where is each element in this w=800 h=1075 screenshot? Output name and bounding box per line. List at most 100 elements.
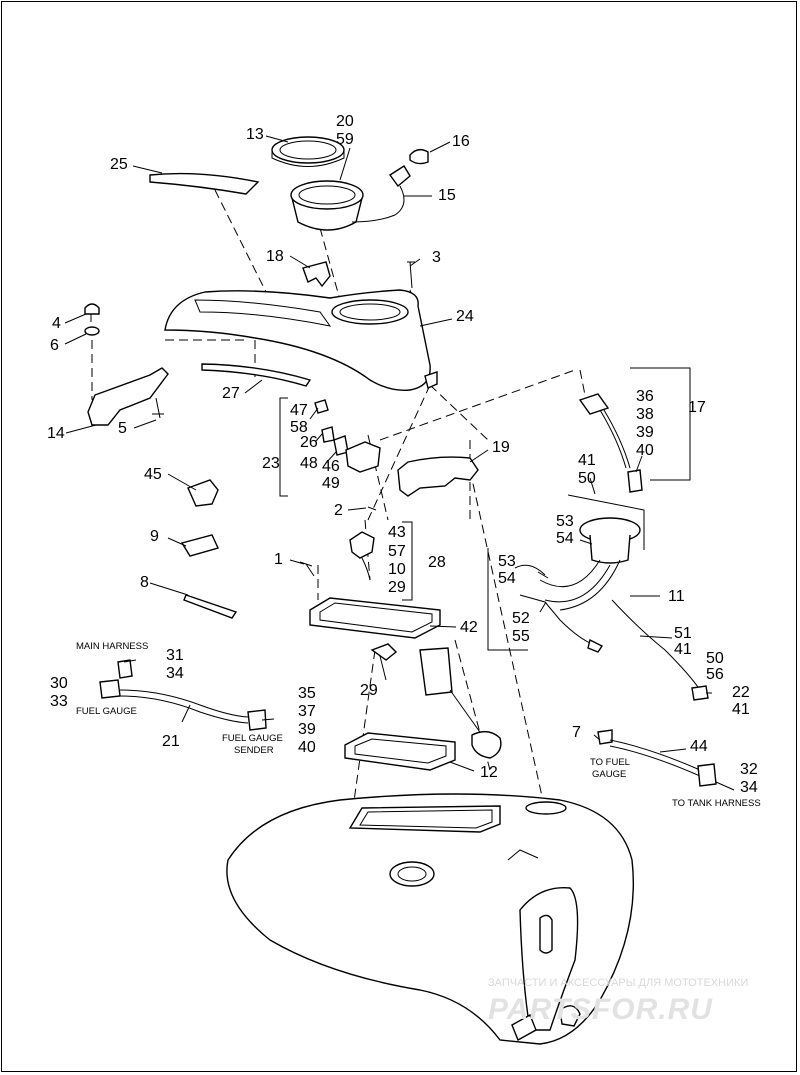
callout-10: 10	[388, 561, 406, 578]
part-6-washer	[84, 326, 100, 336]
watermark-logo: PARTSFOR.RU	[488, 993, 713, 1026]
group-17-bracket	[630, 367, 691, 481]
callout-9: 9	[150, 528, 159, 545]
callout-4: 4	[52, 315, 61, 332]
part-20-fuel-gauge	[290, 180, 364, 231]
part-25-strip	[149, 172, 260, 195]
callout-54: 54	[556, 530, 574, 547]
callout-37: 37	[298, 703, 316, 720]
callout-31: 31	[166, 647, 184, 664]
note-fuel-gauge-sender-2: SENDER	[234, 745, 274, 756]
note-to-fuel-1: TO FUEL	[590, 757, 630, 768]
part-4-bolt	[84, 303, 100, 322]
callout-32: 32	[740, 761, 758, 778]
part-13-trim-ring	[271, 136, 345, 167]
callout-59: 59	[336, 131, 354, 148]
part-12-gasket	[344, 732, 456, 771]
part-8-cable-tie	[183, 594, 238, 619]
callout-29: 29	[388, 579, 406, 596]
callout-7: 7	[572, 724, 581, 741]
callout-49: 49	[322, 475, 340, 492]
part-16-bulb	[409, 148, 429, 165]
part-18-clip	[302, 261, 331, 288]
part-21-harness	[99, 659, 267, 731]
callout-56: 56	[706, 666, 724, 683]
callout-35: 35	[298, 685, 316, 702]
callout-11: 11	[668, 588, 685, 605]
callout-20: 20	[336, 113, 354, 130]
part-46-housing	[345, 441, 381, 473]
part-19-lower-housing	[397, 456, 479, 497]
callout-19: 19	[492, 439, 510, 456]
note-to-tank-harness: TO TANK HARNESS	[672, 798, 761, 809]
callout-18: 18	[266, 248, 284, 265]
callout-36: 36	[636, 388, 654, 405]
callout-52: 52	[512, 610, 530, 627]
callout-50: 50	[578, 470, 596, 487]
callout-5: 5	[118, 420, 127, 437]
group-11-bracket	[487, 494, 645, 651]
part-43-connector	[349, 531, 375, 559]
part-5-screw	[152, 397, 164, 419]
part-27-seal	[201, 363, 312, 387]
callout-38: 38	[636, 406, 654, 423]
part-10-wire	[361, 557, 371, 581]
callout-15: 15	[438, 187, 456, 204]
part-9-pad	[180, 534, 219, 557]
watermark-tagline: ЗАПЧАСТИ И АКСЕССУАРЫ ДЛЯ МОТОТЕХНИКИ	[488, 977, 749, 989]
callout-53: 53	[556, 513, 574, 530]
part-2-screw	[367, 506, 377, 511]
leader-lines	[64, 135, 735, 791]
callout-41: 41	[578, 452, 596, 469]
callout-22: 22	[732, 684, 750, 701]
callout-40: 40	[636, 442, 654, 459]
callout-54: 54	[498, 570, 516, 587]
callout-16: 16	[452, 133, 470, 150]
callout-26: 26	[300, 434, 318, 451]
fuel-tank	[226, 793, 635, 1045]
callout-28: 28	[428, 554, 446, 571]
callout-1: 1	[274, 551, 283, 568]
callout-55: 55	[512, 628, 530, 645]
group-23-bracket	[279, 397, 288, 497]
callout-48: 48	[300, 455, 318, 472]
callout-58: 58	[290, 419, 308, 436]
callout-3: 3	[432, 249, 441, 266]
part-17-lamp-harness	[578, 393, 643, 493]
callout-21: 21	[162, 733, 180, 750]
part-45-clip	[187, 479, 219, 507]
callout-34: 34	[166, 665, 184, 682]
callout-17: 17	[688, 399, 706, 416]
callout-12: 12	[480, 764, 498, 781]
callout-53: 53	[498, 553, 516, 570]
callout-29: 29	[360, 682, 378, 699]
callout-51: 51	[674, 625, 692, 642]
callout-47: 47	[290, 402, 308, 419]
part-44-harness	[597, 729, 717, 787]
callout-46: 46	[322, 458, 340, 475]
callout-2: 2	[334, 502, 343, 519]
part-15-lamp-wire	[351, 165, 411, 223]
callout-41: 41	[674, 641, 692, 658]
callout-6: 6	[50, 337, 59, 354]
callout-24: 24	[456, 308, 474, 325]
callout-41: 41	[732, 701, 750, 718]
callout-27: 27	[222, 385, 240, 402]
callout-30: 30	[50, 675, 68, 692]
part-26-bulb-socket	[321, 426, 335, 443]
note-to-fuel-2: GAUGE	[592, 769, 627, 780]
callout-8: 8	[140, 574, 149, 591]
callout-39: 39	[298, 721, 316, 738]
callout-39: 39	[636, 424, 654, 441]
callout-14: 14	[47, 425, 65, 442]
part-29-clip	[370, 643, 398, 661]
note-fuel-gauge-sender-1: FUEL GAUGE	[222, 733, 283, 744]
part-fuel-level-sender	[419, 647, 502, 759]
callout-57: 57	[388, 543, 406, 560]
note-fuel-gauge: FUEL GAUGE	[76, 706, 137, 717]
part-1-screw	[299, 561, 315, 577]
callout-13: 13	[246, 126, 264, 143]
